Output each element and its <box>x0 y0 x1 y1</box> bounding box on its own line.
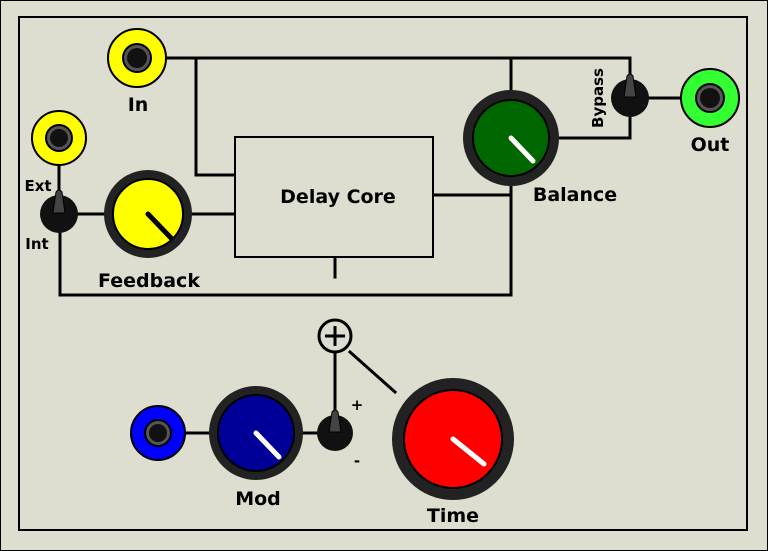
mod-jack[interactable] <box>130 405 186 461</box>
in-jack[interactable] <box>107 28 167 88</box>
wire-in-to-out <box>135 56 632 77</box>
plus-label: + <box>351 396 364 414</box>
int-label: Int <box>25 235 48 253</box>
balance-knob[interactable] <box>463 90 559 186</box>
wire-balance-return <box>58 183 513 297</box>
delay-core-label: Delay Core <box>280 186 396 208</box>
mod-knob[interactable] <box>209 386 303 480</box>
wire-sum-to-time <box>347 349 398 395</box>
minus-label: - <box>354 452 360 470</box>
summing-node-icon <box>317 318 353 354</box>
bypass-toggle-switch[interactable] <box>611 73 649 117</box>
out-jack[interactable] <box>680 68 740 128</box>
mod-polarity-toggle-switch[interactable] <box>317 409 353 451</box>
panel-border <box>18 16 748 531</box>
bypass-label: Bypass <box>589 68 607 128</box>
feedback-knob[interactable] <box>104 170 192 258</box>
wire-bypass-to-balance <box>548 114 632 140</box>
ext-int-toggle-switch[interactable] <box>40 189 78 233</box>
time-knob[interactable] <box>392 378 514 500</box>
balance-label: Balance <box>533 184 617 206</box>
mod-label: Mod <box>235 488 281 510</box>
in-label: In <box>128 94 149 116</box>
ext-label: Ext <box>24 177 51 195</box>
feedback-label: Feedback <box>98 270 200 292</box>
ext-jack[interactable] <box>31 110 87 166</box>
wire-bus-to-core <box>194 56 237 177</box>
out-label: Out <box>691 134 730 156</box>
time-label: Time <box>427 505 479 527</box>
delay-core-box <box>234 136 434 258</box>
